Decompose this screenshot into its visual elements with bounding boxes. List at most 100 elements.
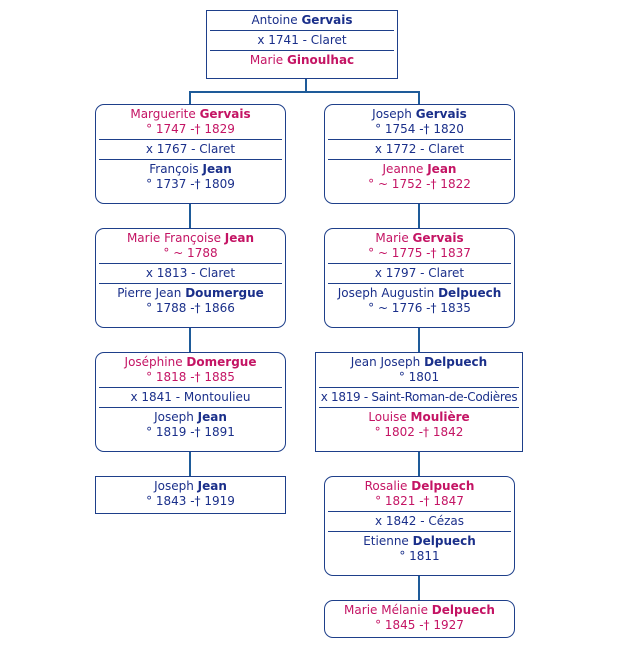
right-3-person-2[interactable]: Louise Moulière ° 1802 -† 1842 [316,408,522,442]
surname: Delpuech [412,534,476,548]
connector-right-2 [418,203,420,229]
dates: ° 1818 -† 1885 [146,370,235,384]
given-name: Marguerite [130,107,196,121]
dates: ° ~ 1776 -† 1835 [368,301,471,315]
left-3-marriage: x 1841 - Montoulieu [130,390,251,404]
left-3-person-2[interactable]: Joseph Jean ° 1819 -† 1891 [96,408,285,442]
separator [328,139,511,140]
separator [99,263,282,264]
left-couple-box-1: Marguerite Gervais ° 1747 -† 1829 x 1767… [95,104,286,204]
separator [99,283,282,284]
root-couple-box: Antoine Gervais x 1741 - Claret Marie Gi… [206,10,398,79]
separator [99,139,282,140]
left-2-marriage: x 1813 - Claret [145,266,236,280]
root-father[interactable]: Antoine Gervais [207,11,397,30]
connector-left-3 [189,327,191,353]
given-name: Marie [375,231,409,245]
surname: Delpuech [411,479,475,493]
separator [328,531,511,532]
given-name: Rosalie [364,479,408,493]
right-couple-box-3: Jean Joseph Delpuech ° 1801 x 1819 - Sai… [315,352,523,452]
given-name: Joseph [154,410,194,424]
right-4-person-2[interactable]: Etienne Delpuech ° 1811 [325,532,514,566]
left-couple-box-2: Marie Françoise Jean ° ~ 1788 x 1813 - C… [95,228,286,328]
dates: ° 1737 -† 1809 [146,177,235,191]
dates: ° 1843 -† 1919 [146,494,235,508]
given-name: Joseph [372,107,412,121]
root-mother-given: Marie [249,53,284,67]
surname: Gervais [415,107,467,121]
right-1-person-2[interactable]: Jeanne Jean ° ~ 1752 -† 1822 [325,160,514,194]
right-1-person-1[interactable]: Joseph Gervais ° 1754 -† 1820 [325,105,514,139]
connector-left-4 [189,451,191,477]
right-5-person-1[interactable]: Marie Mélanie Delpuech ° 1845 -† 1927 [325,601,514,635]
separator [319,407,519,408]
dates: ° 1801 [398,370,440,384]
right-3-marriage: x 1819 - Saint-Roman-de-Codières [320,390,518,404]
separator [210,50,394,51]
connector-right-4 [418,451,420,477]
root-marriage: x 1741 - Claret [257,33,347,47]
given-name: Jeanne [382,162,424,176]
right-2-marriage: x 1797 - Claret [374,266,465,280]
given-name: Etienne [363,534,409,548]
dates: ° 1754 -† 1820 [375,122,464,136]
right-2-person-2[interactable]: Joseph Augustin Delpuech ° ~ 1776 -† 183… [325,284,514,318]
surname: Jean [427,162,457,176]
root-mother[interactable]: Marie Ginoulhac [207,51,397,70]
dates: ° 1788 -† 1866 [146,301,235,315]
left-1-person-2[interactable]: François Jean ° 1737 -† 1809 [96,160,285,194]
separator [319,387,519,388]
surname: Domergue [186,355,257,369]
dates: ° ~ 1788 [163,246,218,260]
given-name: Marie Mélanie [344,603,428,617]
separator [328,283,511,284]
given-name: Jean Joseph [350,355,421,369]
left-3-person-1[interactable]: Joséphine Domergue ° 1818 -† 1885 [96,353,285,387]
right-person-box-5: Marie Mélanie Delpuech ° 1845 -† 1927 [324,600,515,638]
left-1-person-1[interactable]: Marguerite Gervais ° 1747 -† 1829 [96,105,285,139]
right-4-person-1[interactable]: Rosalie Delpuech ° 1821 -† 1847 [325,477,514,511]
surname: Jean [197,479,227,493]
surname: Gervais [412,231,464,245]
surname: Jean [202,162,232,176]
right-2-person-1[interactable]: Marie Gervais ° ~ 1775 -† 1837 [325,229,514,263]
dates: ° 1845 -† 1927 [375,618,464,632]
separator [99,159,282,160]
root-father-given: Antoine [251,13,298,27]
given-name: Pierre Jean [117,286,182,300]
given-name: Joseph [154,479,194,493]
separator [328,159,511,160]
separator [328,511,511,512]
right-4-marriage: x 1842 - Cézas [374,514,465,528]
connector-root-split [189,91,420,93]
left-2-person-2[interactable]: Pierre Jean Doumergue ° 1788 -† 1866 [96,284,285,318]
surname: Delpuech [438,286,502,300]
root-father-surname: Gervais [301,13,353,27]
left-2-person-1[interactable]: Marie Françoise Jean ° ~ 1788 [96,229,285,263]
left-1-marriage: x 1767 - Claret [145,142,236,156]
left-4-person-1[interactable]: Joseph Jean ° 1843 -† 1919 [96,477,285,511]
dates: ° 1821 -† 1847 [375,494,464,508]
root-mother-surname: Ginoulhac [287,53,355,67]
given-name: Joseph Augustin [337,286,435,300]
given-name: François [149,162,199,176]
connector-left-1 [189,91,191,105]
separator [328,263,511,264]
connector-right-3 [418,327,420,353]
surname: Moulière [410,410,470,424]
connector-left-2 [189,203,191,229]
surname: Doumergue [185,286,264,300]
dates: ° 1811 [399,549,440,563]
connector-right-1 [418,91,420,105]
surname: Gervais [199,107,251,121]
given-name: Louise [368,410,407,424]
connector-right-5 [418,575,420,601]
dates: ° ~ 1775 -† 1837 [368,246,471,260]
right-couple-box-2: Marie Gervais ° ~ 1775 -† 1837 x 1797 - … [324,228,515,328]
surname: Jean [197,410,227,424]
surname: Jean [224,231,255,245]
right-3-person-1[interactable]: Jean Joseph Delpuech ° 1801 [316,353,522,387]
right-couple-box-4: Rosalie Delpuech ° 1821 -† 1847 x 1842 -… [324,476,515,576]
dates: ° ~ 1752 -† 1822 [368,177,471,191]
